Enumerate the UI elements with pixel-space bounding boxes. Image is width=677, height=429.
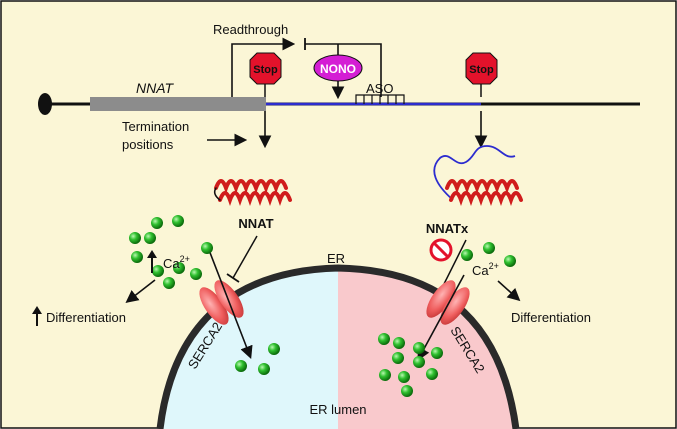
readthrough-label: Readthrough — [213, 22, 288, 37]
protein-label-nnatx: NNATx — [426, 221, 469, 236]
calcium-label-right: Ca2+ — [472, 261, 499, 278]
calcium-ions-lumen-left — [235, 343, 280, 375]
er-label: ER — [327, 251, 345, 266]
inhibition-line — [305, 43, 382, 97]
protein-label-nnat: NNAT — [238, 216, 273, 231]
calcium-influx-arrow-right — [417, 274, 465, 361]
nnatx-protein-helix — [445, 179, 523, 206]
aso-label: ASO — [366, 81, 393, 96]
up-arrow-icon — [32, 306, 42, 326]
differentiation-arrow-left — [125, 279, 156, 303]
up-arrow-icon — [147, 250, 157, 273]
nnat-inhibition — [232, 235, 258, 279]
serca2-pump-left — [199, 280, 244, 325]
er-lumen-label: ER lumen — [309, 402, 366, 417]
nono-label: NONO — [320, 62, 356, 76]
termination-label-2: positions — [122, 137, 174, 152]
nnatx-arrow — [443, 239, 467, 285]
calcium-label-left: Ca2+ — [163, 254, 190, 271]
aso-oligo — [355, 94, 405, 104]
stop-label-right: Stop — [469, 64, 494, 76]
nnat-protein-helix — [213, 179, 292, 206]
differentiation-label-right: Differentiation — [511, 310, 591, 325]
readthrough-arrow — [231, 37, 296, 97]
nnat-inhibition-bar — [226, 273, 240, 283]
termination-label-1: Termination — [122, 119, 189, 134]
stop-label-left: Stop — [253, 64, 278, 76]
calcium-ions-cytosol-left — [129, 215, 213, 289]
differentiation-arrow-right — [497, 280, 521, 302]
calcium-ions-lumen-right — [378, 333, 443, 397]
calcium-influx-arrow-left — [208, 249, 253, 359]
stop-sign-icon: Stop — [465, 52, 498, 97]
serca2-pump-right — [426, 280, 470, 325]
er-membrane — [156, 264, 520, 429]
nnatx-extension — [433, 145, 516, 201]
gene-label: NNAT — [136, 80, 175, 96]
stop-sign-icon: Stop — [249, 52, 282, 97]
prohibition-icon — [429, 238, 453, 262]
chromosome-end — [38, 93, 52, 115]
nnat-gene-bar — [90, 97, 266, 111]
calcium-ions-cytosol-right — [461, 242, 516, 267]
differentiation-label-left: Differentiation — [46, 310, 126, 325]
